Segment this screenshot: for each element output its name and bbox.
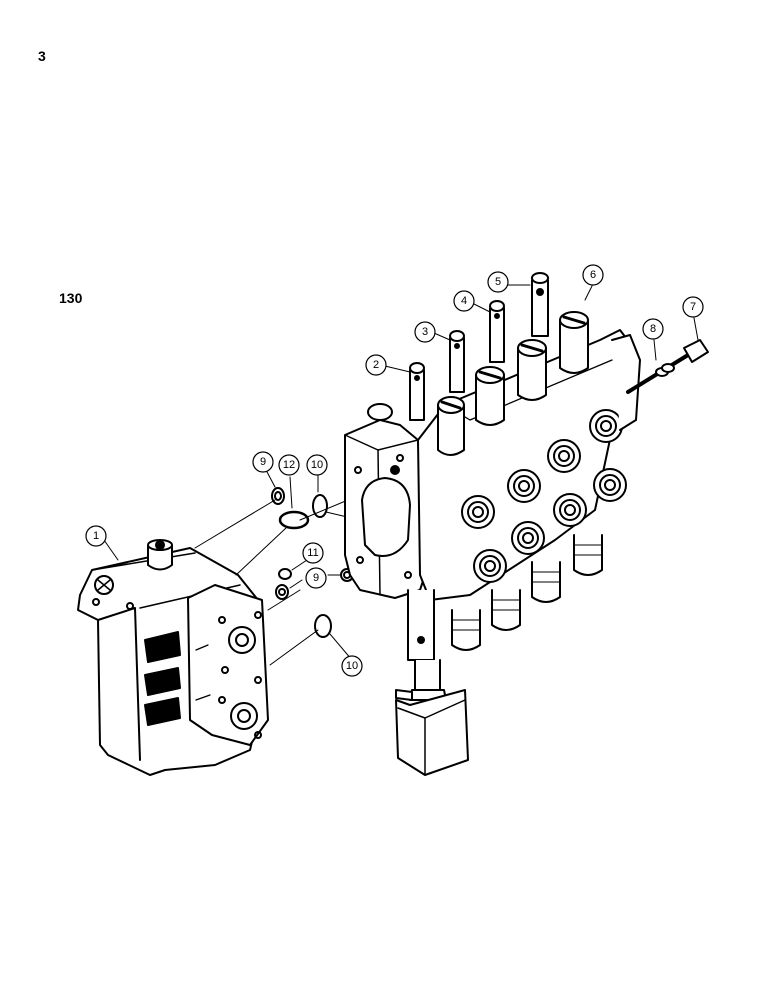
ports — [461, 409, 627, 583]
svg-text:1: 1 — [93, 530, 99, 542]
tie-bolt — [626, 339, 709, 394]
callout-9-lower: 9 — [305, 567, 327, 589]
svg-text:10: 10 — [311, 459, 323, 471]
svg-text:4: 4 — [461, 295, 467, 307]
svg-text:6: 6 — [590, 269, 596, 281]
solenoid-assembly — [395, 589, 469, 776]
callout-10-lower: 10 — [341, 655, 363, 677]
callout-9-upper: 9 — [252, 451, 274, 473]
svg-text:11: 11 — [307, 547, 318, 559]
callout-8: 8 — [642, 318, 664, 340]
alignment-lines — [194, 494, 361, 666]
svg-text:7: 7 — [690, 301, 696, 313]
page-marker: 3 — [38, 48, 46, 64]
callout-12: 12 — [278, 454, 300, 476]
svg-text:9: 9 — [260, 456, 266, 468]
valve-stack — [344, 272, 709, 776]
svg-text:9: 9 — [313, 572, 319, 584]
callout-2: 2 — [365, 354, 387, 376]
svg-text:12: 12 — [283, 459, 295, 471]
spool-stems — [409, 272, 549, 421]
svg-text:2: 2 — [373, 359, 379, 371]
bottom-caps — [451, 534, 603, 651]
svg-text:5: 5 — [495, 276, 501, 288]
callout-7: 7 — [682, 296, 704, 318]
svg-text:3: 3 — [422, 326, 428, 338]
svg-text:10: 10 — [346, 660, 358, 672]
callout-3: 3 — [414, 321, 436, 343]
callout-5: 5 — [487, 271, 509, 293]
svg-text:8: 8 — [650, 323, 656, 335]
callout-6: 6 — [582, 264, 604, 286]
spool-caps — [437, 311, 589, 456]
callout-11: 11 — [302, 542, 324, 564]
callout-4: 4 — [453, 290, 475, 312]
end-cover-housing — [77, 539, 269, 776]
figure-label: 130 — [59, 290, 83, 306]
callout-10-upper: 10 — [306, 454, 328, 476]
callout-1: 1 — [85, 525, 107, 547]
